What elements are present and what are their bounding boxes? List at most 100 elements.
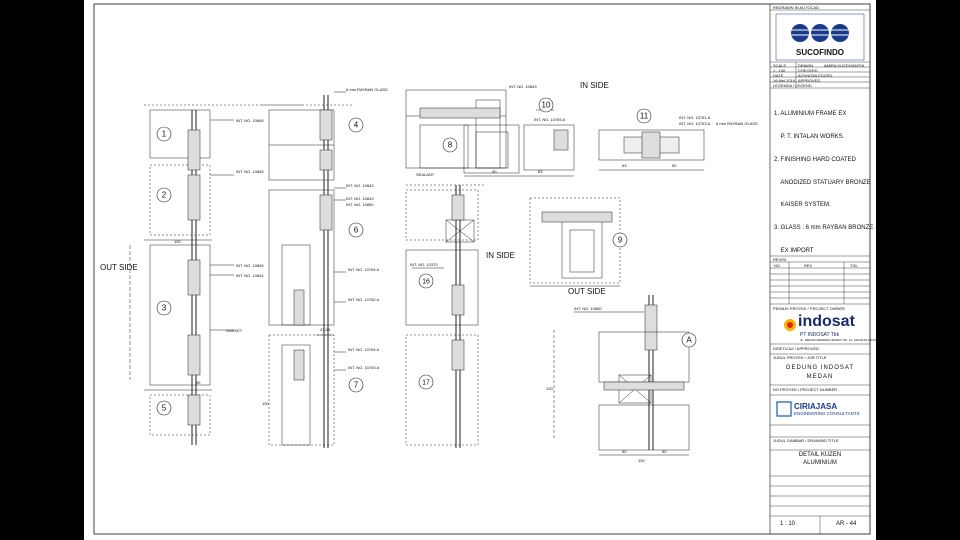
dim-50-d: 50 [662,449,667,454]
detail-7-label: 7 [354,381,359,390]
ciriajasa-logo [776,401,792,417]
drawing-sheet: 1 2 3 5 OUT SIDE INT. NO. 10846 INT. NO.… [84,0,876,540]
note-line: 1. ALUMINIUM FRAME EX [774,111,847,118]
drawn-value: AMIRA KUSDIYANTHI [824,63,865,68]
dim-95: 95 [196,380,201,385]
detail-markers-left [156,126,172,416]
out-side-label-1: OUT SIDE [100,263,138,272]
drawing-title-label: JUDUL GAMBAR / DRAWING TITLE [773,438,839,443]
dim-100-b: 100 [262,401,269,406]
int-label-10844: INT. NO. 10844 [236,273,264,278]
sucofindo-name: SUCOFINDO [796,48,844,57]
project-city: MEDAN [806,374,834,380]
legend-label: LEGENDA / LEGEND [773,83,812,88]
indosat-name: indosat [798,313,855,330]
detail-markers-top [442,97,652,153]
scale-label: SCALE [773,63,787,68]
int-label-10845: INT. NO. 10845 [236,169,264,174]
acknowledged-label: ACKNOWLEDGED [798,73,833,78]
drawing-title-1: DETAIL KUZEN [798,452,842,458]
detail-markers-middle [348,117,364,393]
sheet-number: AR - 44 [836,521,857,527]
detail-5-label: 5 [162,404,167,413]
int-label-10842: INT. NO. 10842 [346,183,374,188]
dim-63-a: 63 [538,169,543,174]
dim-100-d: 100 [638,458,645,463]
detail-16-label: 16 [422,279,430,286]
dim-63-b: 63 [622,163,627,168]
scale-value: 1 : 100 [773,68,786,73]
redrawn-note: REDRAWN IN AUTOCAD [773,5,820,10]
detail-2-label: 2 [162,191,167,200]
note-line: P. T. INTALAN WORKS. [774,133,845,140]
in-side-label-2: IN SIDE [486,251,515,260]
int-label-10764a-a: INT. NO. 10764 A [348,267,379,272]
indosat-logo [784,319,796,331]
out-side-label-2: OUT SIDE [568,287,606,296]
detail-column-middle [262,91,352,448]
detail-8-label: 8 [448,141,453,150]
indosat-sub: PT INDOSAT Tbk [800,332,840,338]
detail-1-frame [149,109,211,159]
dim-50-b: 50 [672,163,677,168]
dim-100-a: 100 [174,239,181,244]
int-label-10370: INT. NO. 10370 [410,262,438,267]
note-line: 3. GLASS : 6 mm RAYBAN BRONZE [774,225,874,232]
checked-label: CHECKED [798,68,818,73]
detail-10-label: 10 [542,101,551,110]
approved-label: APPROVED [798,78,821,83]
revisi-col-no: NO [774,263,780,268]
int-label-10762a: INT. NO. 10762 A [348,297,379,302]
revisi-col-tgl: TGL [850,263,858,268]
approved2-label: DISETUJUI / APPROVED [773,346,820,351]
legend-notes: 1. ALUMINIUM FRAME EX P. T. INTALAN WORK… [774,96,873,263]
note-line: KAISER SYSTEM. [774,202,831,209]
int-label-10846-a: INT. NO. 10846 [236,118,264,123]
detail-6-label: 6 [354,226,359,235]
int-label-10850-b: INT. NO. 10850 [574,306,602,311]
revisi-label: REVISI [773,257,787,262]
detail-column-left [129,104,304,445]
int-label-10763a-b: INT. NO. 10763 A [679,121,710,126]
sheet-border [93,3,871,535]
int-label-10761a: INT. NO. 10761 A [679,115,710,120]
detail-markers-16-17 [418,273,434,390]
int-label-10763a: INT. NO. 10763 A [348,365,379,370]
gasket-label: GASKET [226,328,243,333]
glass-label-1: 6 mm RAYBAN GLASS [346,87,388,92]
int-label-10765a: INT. NO. 10765 A [534,117,565,122]
drawing-canvas: 1 2 3 5 OUT SIDE INT. NO. 10846 INT. NO.… [93,3,871,535]
dim-100-c: 100 [546,386,553,391]
ciriajasa-sub: ENGINEERING CONSULTANTS [794,411,860,416]
int-label-10843-a: INT. NO. 10843 [346,196,374,201]
detail-4-label: 4 [354,121,359,130]
note-line: 2. FINISHING HARD COATED [774,156,856,163]
ciriajasa-name: CIRIAJASA [794,402,838,411]
title-block-lines [770,9,870,534]
detail-top-row [405,89,705,177]
drawing-title-2: ALUMINIUM [803,460,837,466]
in-side-label-1: IN SIDE [580,81,609,90]
detail-column-16-17 [405,184,484,448]
owner-label: PEMILIK PROYEK / PROJECT OWNER [773,306,845,311]
detail-9 [529,197,621,287]
int-label-10843-b: INT. NO. 10843 [509,84,537,89]
dim-50-a: 50 [492,169,497,174]
glass-label-2: 6 mm RAYBAN GLASS [716,121,758,126]
detail-17-label: 17 [422,380,430,387]
date-value: 16 Mei 2019 [773,78,796,83]
project-no-label: NO.PROYEK / PROJECT NUMBER [773,387,838,392]
int-label-10764a-b: INT. NO. 10764 A [348,347,379,352]
detail-a [553,295,690,456]
detail-a-marker [681,332,697,348]
indosat-address: JL. MEDAN MERDEKA BARAT NO. 21, JAKARTA … [800,338,876,342]
project-label: JUDUL PROYEK / JOB TITLE [773,355,827,360]
detail-9-marker [612,232,628,248]
sheet-scale: 1 : 10 [780,521,796,527]
detail-9-label: 9 [618,236,623,245]
detail-a-label: A [686,336,692,345]
sealant-label: SEALANT [416,172,435,177]
note-line: ANODIZED STATUARY BRONZE [774,179,871,186]
sucofindo-logo [775,13,865,61]
detail-1-label: 1 [162,130,167,139]
